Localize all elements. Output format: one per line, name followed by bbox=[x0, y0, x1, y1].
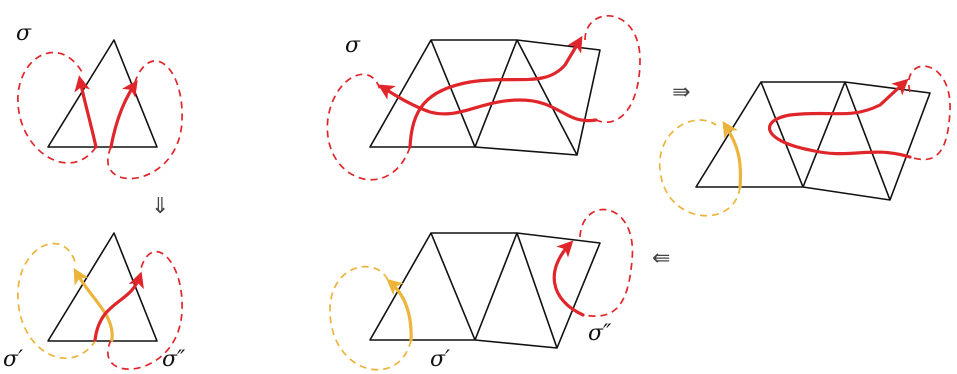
panel-top-left: σ bbox=[16, 21, 183, 180]
strip-diagonal-2 bbox=[474, 232, 518, 341]
strip-outline bbox=[369, 39, 601, 156]
panel-bottom-left: σ′ σ″ bbox=[3, 232, 186, 372]
path-red bbox=[93, 271, 144, 342]
panel-bottom-middle: σ′ σ″ bbox=[329, 208, 634, 372]
arrow-to-right: ⇛ bbox=[672, 80, 690, 105]
loop-right bbox=[107, 60, 183, 180]
loop-left bbox=[329, 265, 412, 371]
path-yellow bbox=[386, 278, 413, 342]
strip-diagonal-1 bbox=[760, 81, 804, 188]
label-sigma: σ bbox=[16, 21, 32, 46]
strip-diagonal-3 bbox=[844, 81, 891, 201]
loop-left bbox=[17, 242, 97, 359]
loop-left bbox=[17, 51, 97, 164]
label-sigma-double-prime: σ″ bbox=[162, 347, 186, 372]
panel-right bbox=[659, 65, 951, 217]
loop-right bbox=[584, 15, 641, 123]
panel-top-middle: σ bbox=[326, 15, 641, 181]
strip-diagonal-2 bbox=[474, 39, 518, 148]
strip-diagonal-3 bbox=[516, 232, 558, 349]
arrow-down: ⇓ bbox=[151, 194, 169, 219]
triangle bbox=[47, 39, 158, 148]
path-left bbox=[74, 75, 98, 149]
path-yellow bbox=[722, 120, 743, 189]
path-right bbox=[109, 80, 138, 149]
loop-left bbox=[326, 73, 411, 181]
loop-right bbox=[579, 208, 634, 317]
strip-diagonal-1 bbox=[430, 39, 476, 148]
arrow-to-bottom: ⇚ bbox=[652, 246, 670, 271]
label-sigma-prime: σ′ bbox=[430, 347, 450, 372]
triangle bbox=[47, 232, 158, 342]
path-main bbox=[408, 35, 583, 149]
loop-left bbox=[659, 119, 741, 217]
strip-diagonal-1 bbox=[430, 232, 476, 341]
path-red bbox=[552, 240, 585, 317]
strip-outline bbox=[695, 81, 931, 201]
loop-right bbox=[107, 250, 183, 370]
path-red bbox=[767, 78, 912, 159]
label-sigma-double-prime: σ″ bbox=[588, 321, 612, 346]
strip-diagonal-3 bbox=[516, 39, 578, 156]
label-sigma: σ bbox=[345, 33, 361, 58]
loop-right bbox=[907, 65, 951, 161]
strip-diagonal-2 bbox=[802, 81, 846, 188]
path-yellow bbox=[73, 267, 114, 342]
path-wavy bbox=[377, 84, 598, 123]
label-sigma-prime: σ′ bbox=[3, 347, 23, 372]
